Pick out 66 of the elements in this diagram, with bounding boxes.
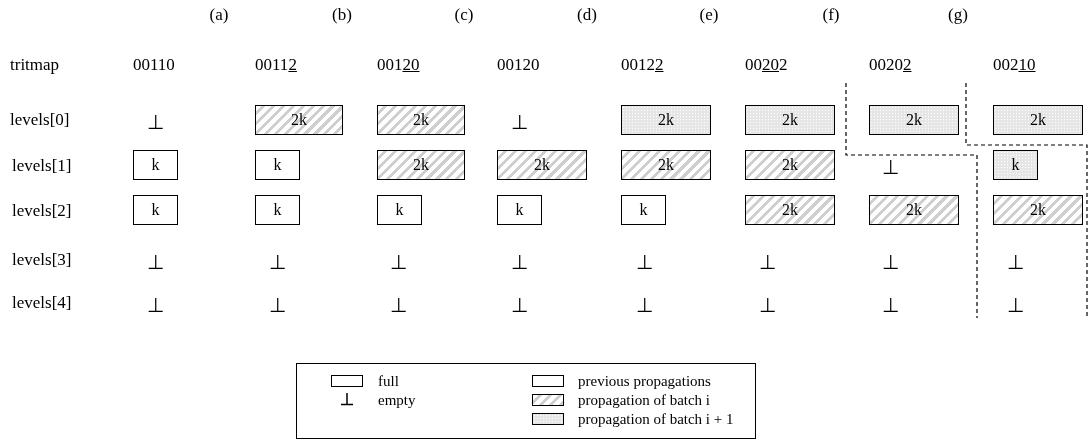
empty-symbol: ⊥ xyxy=(758,295,776,315)
empty-symbol: ⊥ xyxy=(146,295,164,315)
hatched-memory-block: 2k xyxy=(621,150,711,180)
empty-symbol: ⊥ xyxy=(146,252,164,272)
empty-symbol: ⊥ xyxy=(635,252,653,272)
hatched-memory-block: 2k xyxy=(377,105,465,135)
row-label: tritmap xyxy=(10,55,60,75)
empty-symbol: ⊥ xyxy=(389,295,407,315)
empty-symbol: ⊥ xyxy=(389,252,407,272)
panel-letter: (d) xyxy=(577,5,597,25)
empty-symbol: ⊥ xyxy=(881,157,899,177)
dotted-memory-block: k xyxy=(993,150,1038,180)
memory-block: k xyxy=(377,195,422,225)
legend-label: propagation of batch i xyxy=(578,391,711,409)
legend-label: previous propagations xyxy=(578,372,711,390)
panel-letter: (g) xyxy=(948,5,968,25)
hatched-memory-block: 2k xyxy=(497,150,587,180)
legend-label: propagation of batch i + 1 xyxy=(578,410,734,428)
empty-symbol: ⊥ xyxy=(635,295,653,315)
hatched-memory-block: 2k xyxy=(255,105,343,135)
hatched-memory-block: 2k xyxy=(993,195,1083,225)
tritmap-value: 00202 xyxy=(869,55,912,75)
empty-symbol: ⊥ xyxy=(146,112,164,132)
hatched-memory-block: 2k xyxy=(869,195,959,225)
legend-label: empty xyxy=(378,391,416,409)
panel-letter: (a) xyxy=(209,5,229,25)
empty-symbol: ⊥ xyxy=(510,252,528,272)
dotted-memory-block: 2k xyxy=(869,105,959,135)
empty-symbol: ⊥ xyxy=(881,295,899,315)
tritmap-value: 00120 xyxy=(377,55,420,75)
tritmap-value: 00122 xyxy=(621,55,664,75)
hatched-memory-block: 2k xyxy=(377,150,465,180)
empty-symbol: ⊥ xyxy=(758,252,776,272)
tritmap-value: 00110 xyxy=(133,55,175,75)
dotted-memory-block: 2k xyxy=(993,105,1083,135)
legend-label: full xyxy=(378,372,399,390)
empty-symbol: ⊥ xyxy=(510,295,528,315)
empty-symbol: ⊥ xyxy=(268,252,286,272)
panel-letter: (c) xyxy=(454,5,474,25)
tritmap-value: 00202 xyxy=(745,55,788,75)
empty-symbol: ⊥ xyxy=(1006,252,1024,272)
row-label: levels[2] xyxy=(12,201,72,221)
memory-block: k xyxy=(133,150,178,180)
row-label: levels[3] xyxy=(12,250,72,270)
hatched-memory-block: 2k xyxy=(745,150,835,180)
row-label: levels[1] xyxy=(12,156,72,176)
row-label: levels[4] xyxy=(12,293,72,313)
empty-symbol: ⊥ xyxy=(881,252,899,272)
memory-block: k xyxy=(133,195,178,225)
empty-symbol: ⊥ xyxy=(1006,295,1024,315)
memory-block: k xyxy=(255,195,300,225)
hatched-memory-block: 2k xyxy=(745,195,835,225)
empty-symbol: ⊥ xyxy=(268,295,286,315)
panel-letter: (f) xyxy=(822,5,840,25)
memory-block: k xyxy=(497,195,542,225)
row-label: levels[0] xyxy=(10,110,70,130)
tritmap-value: 00120 xyxy=(497,55,540,75)
tritmap-value: 00210 xyxy=(993,55,1036,75)
tritmap-value: 00112 xyxy=(255,55,297,75)
memory-block: k xyxy=(255,150,300,180)
panel-letter: (b) xyxy=(332,5,352,25)
memory-block: k xyxy=(621,195,666,225)
empty-symbol: ⊥ xyxy=(510,112,528,132)
dotted-memory-block: 2k xyxy=(621,105,711,135)
dotted-memory-block: 2k xyxy=(745,105,835,135)
panel-letter: (e) xyxy=(699,5,719,25)
